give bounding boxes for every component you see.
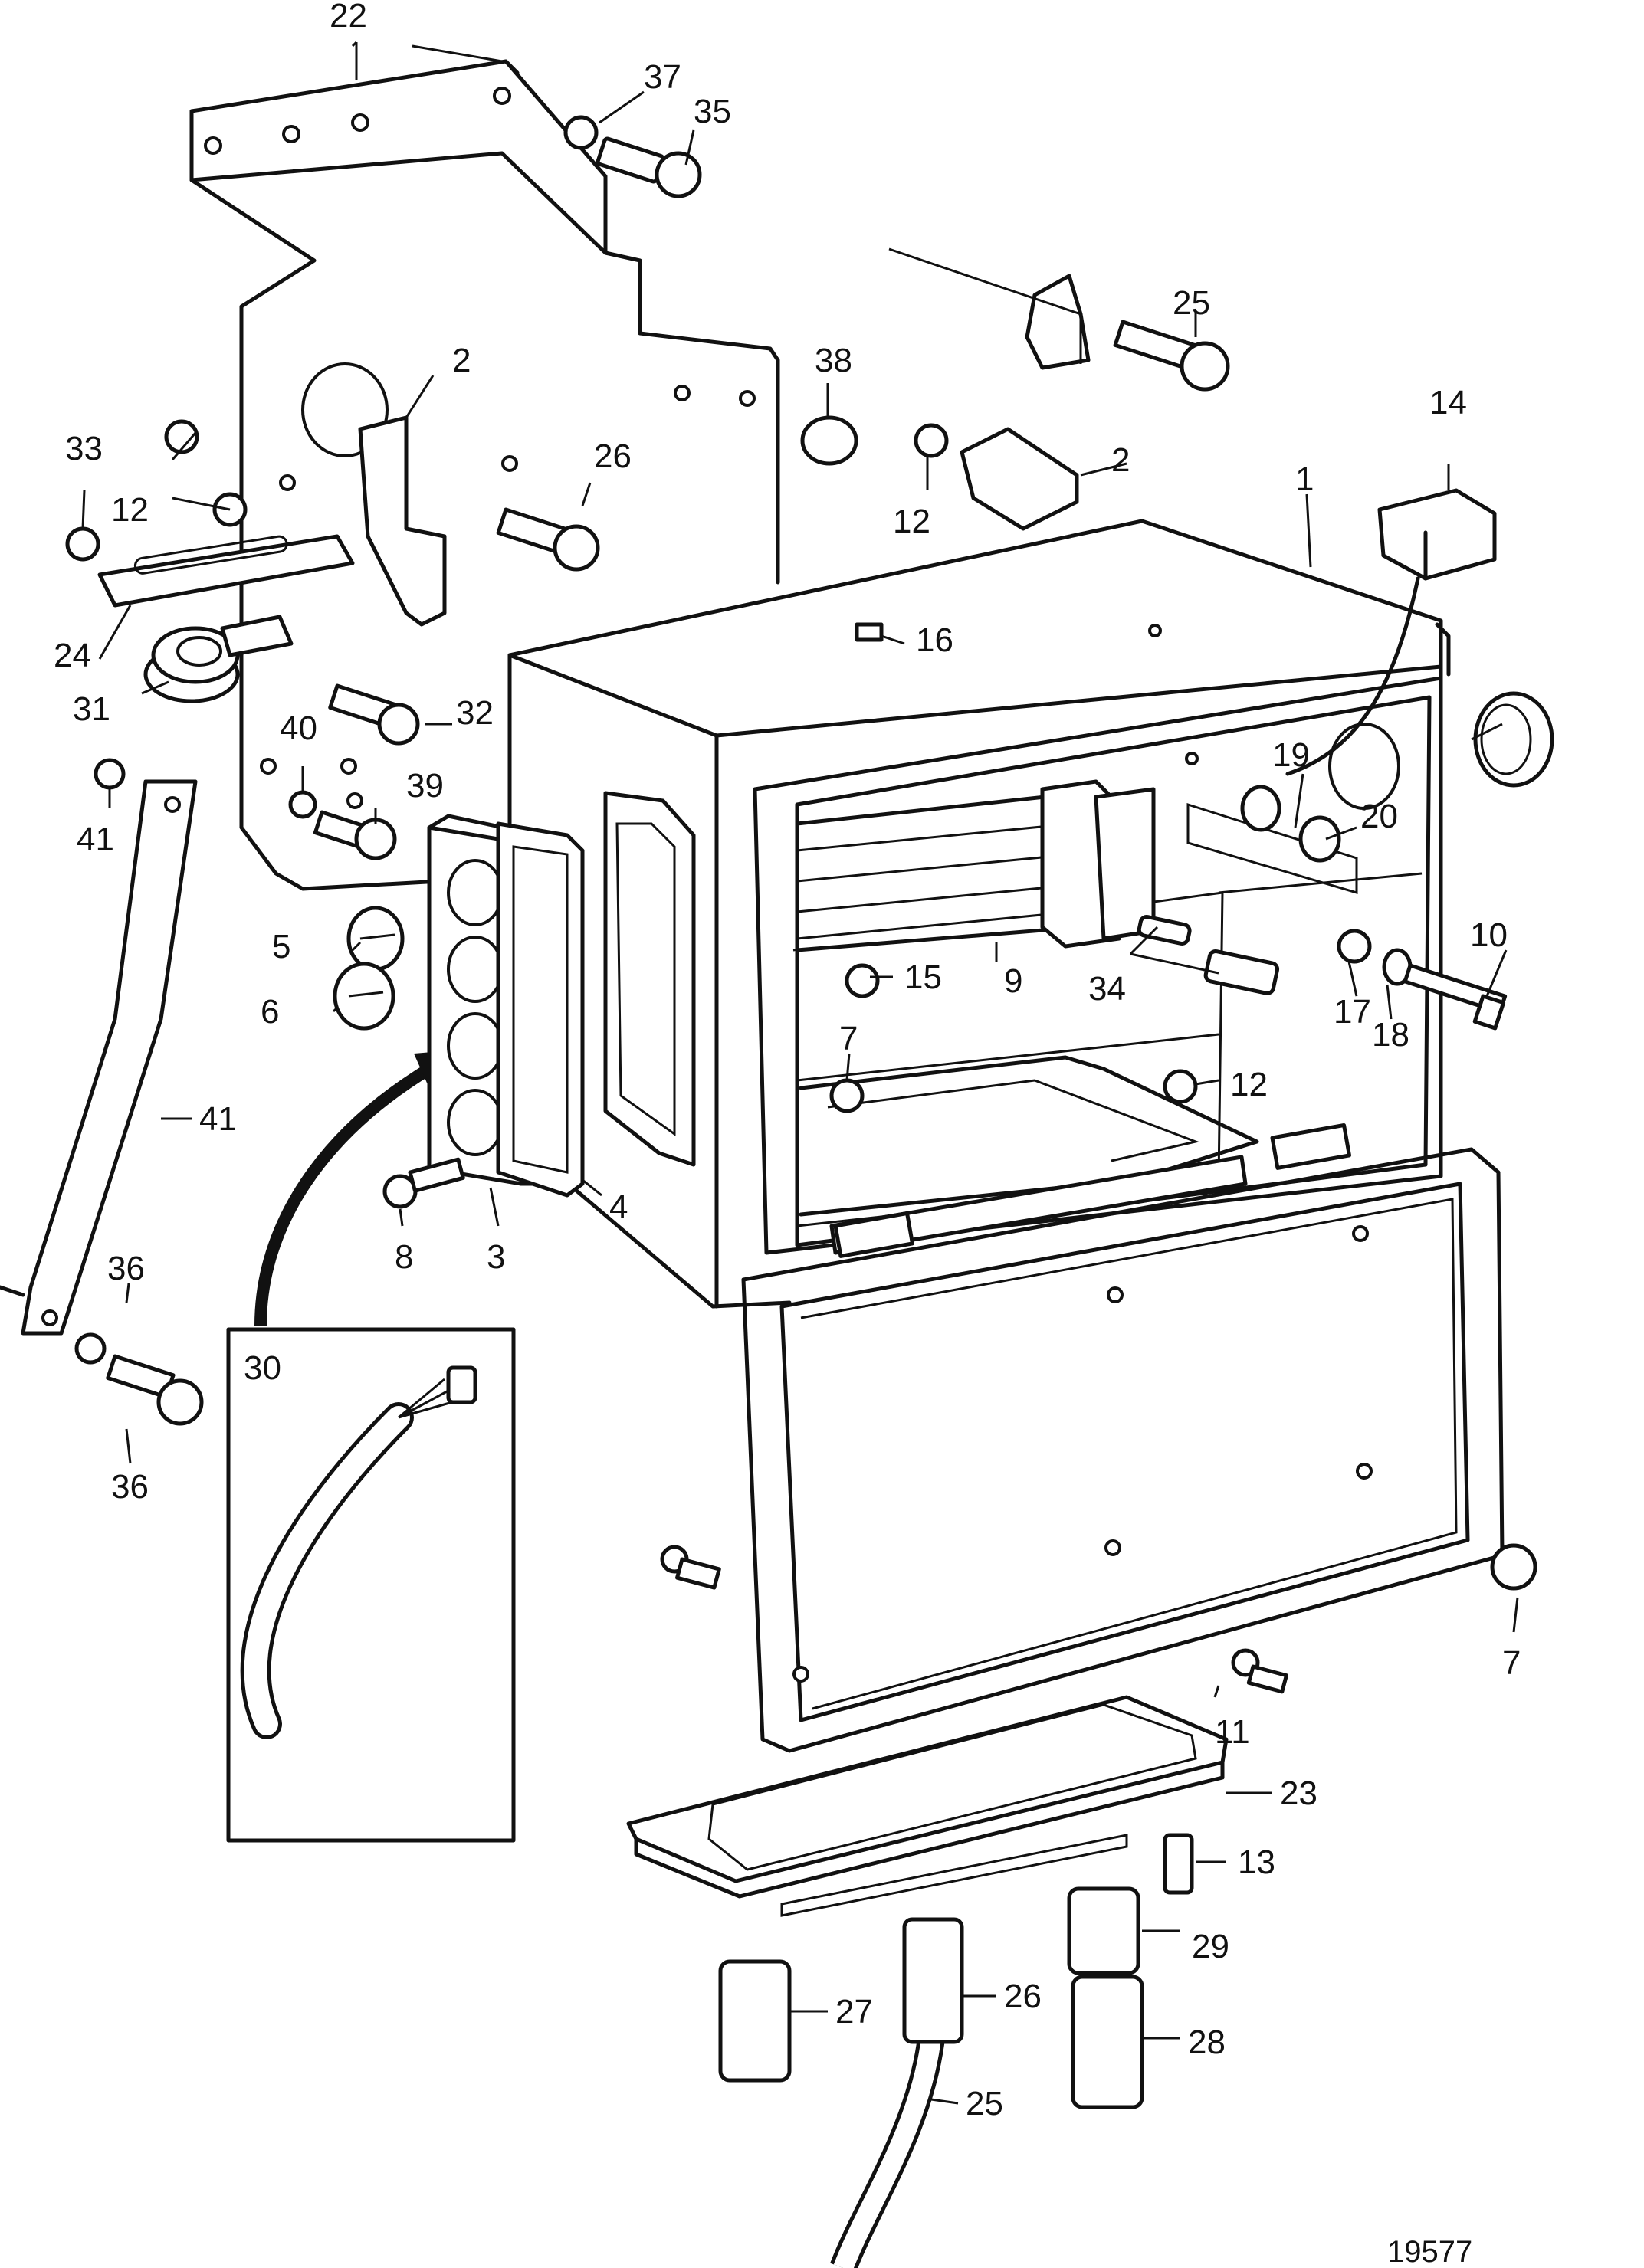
callout-35: 35 xyxy=(694,93,731,130)
callout-12: 12 xyxy=(893,503,930,540)
cable-fittings xyxy=(718,1833,1194,2268)
callout-19: 19 xyxy=(1272,736,1310,774)
relay xyxy=(1285,488,1497,776)
callout-28: 28 xyxy=(1188,2024,1226,2061)
callout-21: 23 xyxy=(1280,1775,1317,1812)
callout-39: 38 xyxy=(815,342,852,379)
callout-41: 41 xyxy=(199,1100,237,1138)
callout-27: 27 xyxy=(835,1993,873,2030)
leader-lines xyxy=(81,41,1519,2105)
slotted-bracket xyxy=(97,534,355,703)
callout-1: 1 xyxy=(1295,460,1314,498)
callout-36: 37 xyxy=(644,58,681,96)
callout-7: 7 xyxy=(839,1020,858,1057)
enclosure-box xyxy=(507,519,1554,1309)
callout-5: 5 xyxy=(272,928,290,965)
callout-3: 3 xyxy=(487,1238,505,1276)
callout-23: 26 xyxy=(594,438,632,475)
callout-4: 4 xyxy=(609,1188,628,1226)
callout-33: 33 xyxy=(65,430,103,467)
callout-8: 8 xyxy=(395,1238,413,1276)
callout-24: 24 xyxy=(54,637,91,674)
callout-9: 9 xyxy=(1004,962,1022,1000)
callout-17: 17 xyxy=(1334,993,1371,1031)
gland-plate xyxy=(626,1695,1229,1917)
support-strap xyxy=(0,779,198,1336)
callout-15: 15 xyxy=(904,959,942,996)
blanking-plugs xyxy=(333,906,405,1031)
callout-29: 29 xyxy=(1192,1928,1229,1965)
callout-30: 30 xyxy=(244,1349,281,1387)
cable-inset-box xyxy=(226,1050,516,1843)
callout-20: 20 xyxy=(1360,798,1398,835)
fasteners xyxy=(65,115,1537,1694)
callout-35: 36 xyxy=(111,1468,149,1506)
callout-2: 2 xyxy=(1111,441,1130,479)
callout-25: 25 xyxy=(966,2085,1003,2122)
callout-32: 32 xyxy=(456,694,494,732)
callout-38: 40 xyxy=(280,710,317,747)
callout-16: 16 xyxy=(916,621,953,659)
callout-6: 6 xyxy=(261,993,279,1031)
callout-11: 11 xyxy=(1215,1713,1250,1751)
cable-clamps xyxy=(358,274,1091,627)
callout-13: 13 xyxy=(1238,1844,1275,1881)
callout-12: 12 xyxy=(1230,1066,1268,1103)
callout-18: 18 xyxy=(1372,1016,1409,1054)
callout-10: 10 xyxy=(1470,916,1508,954)
callout-22: 22 xyxy=(330,0,367,34)
callout-23: 25 xyxy=(1173,284,1210,322)
callout-34: 34 xyxy=(1088,970,1126,1008)
callout-36: 36 xyxy=(107,1250,145,1287)
figure-reference: 19577 xyxy=(1387,2235,1472,2268)
callout-40: 41 xyxy=(77,821,114,858)
callout-7: 7 xyxy=(1502,1644,1521,1682)
callout-31: 31 xyxy=(73,690,110,728)
callout-37: 39 xyxy=(406,767,444,805)
callout-14: 14 xyxy=(1429,384,1467,421)
callout-labels: 22 37 35 25 38 2 2 14 26 12 1 33 12 16 2… xyxy=(54,0,1521,2268)
callout-12: 12 xyxy=(111,491,149,529)
callout-26: 26 xyxy=(1004,1978,1042,2015)
callout-2: 2 xyxy=(452,342,471,379)
cable-gasket xyxy=(427,814,585,1198)
